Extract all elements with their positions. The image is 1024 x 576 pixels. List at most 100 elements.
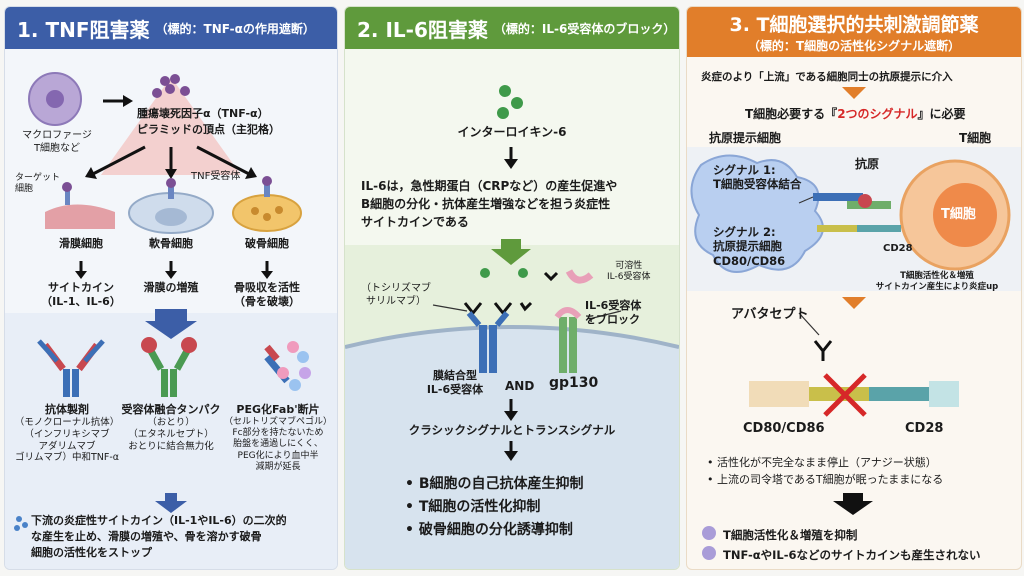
label-leader-line <box>798 312 820 336</box>
panel1-header: 1. TNF阻害薬 （標的：TNF-αの作用遮断） <box>5 7 337 49</box>
cd80-86-label: CD80/CD86 <box>743 421 825 436</box>
panel2-title: 2. IL-6阻害薬 <box>357 17 488 42</box>
tcell-label: T細胞 <box>959 131 992 145</box>
cd80-icon <box>817 225 857 232</box>
osteoclast-effect: 骨吸収を活性（骨を破壊） <box>234 281 300 308</box>
results-list: 活性化が不完全なまま停止（アナジー状態）上流の司令塔であるT細胞が眠ったままにな… <box>707 455 943 488</box>
osteoclast-name: 破骨細胞 <box>245 237 289 250</box>
abatacept-label: アバタセプト <box>731 307 809 322</box>
effect-item: T細胞の活性化抑制 <box>405 496 584 519</box>
fusion-protein-description: 受容体融合タンパク （おとり）（エタネルセプト） おとりに結合無力化 <box>121 403 221 452</box>
gp130-icon <box>554 307 582 373</box>
effect-item: 破骨細胞の分化誘導抑制 <box>405 519 584 542</box>
tnf-molecule-icon <box>160 76 170 86</box>
effect-item: B細胞の自己抗体産生抑制 <box>405 473 584 496</box>
antibody-description: 抗体製剤 （モノクローナル抗体）（インフリキシマブ アダリムマブゴリムマブ）中和… <box>14 403 120 464</box>
tcell-costimulation-panel: 3. T細胞選択的共刺激調節薬 （標的：T細胞の活性化シグナル遮断） 炎症のより… <box>686 6 1022 570</box>
cytokine-small-icon <box>702 546 716 560</box>
two-signal-text: T細胞必要する『2つのシグナル』に必要 <box>745 107 966 121</box>
block-x-icon <box>823 373 867 417</box>
activation-note: T細胞活性化＆増殖サイトカイン産生により炎症up <box>875 271 999 292</box>
arrow-head-icon <box>123 95 133 107</box>
panel1-illustration <box>5 72 337 569</box>
panel2-header: 2. IL-6阻害薬 （標的：IL-6受容体のブロック） <box>345 7 679 49</box>
tcell-inner-label: T細胞 <box>941 207 976 222</box>
panel1-summary: 下流の炎症性サイトカイン（IL-1やIL-6）の二次的な産生を止め、滑膜の増殖や… <box>31 514 287 559</box>
drug-section-bg <box>5 313 337 569</box>
tcell-nucleus <box>933 183 997 247</box>
down-arrow-icon <box>491 239 531 265</box>
target-cell-label: ターゲット細胞 <box>15 173 61 195</box>
cd28-icon <box>857 225 901 232</box>
panel1-subtitle: （標的：TNF-αの作用遮断） <box>155 21 315 36</box>
tnf-title: 腫瘍壊死因子α（TNF-α） <box>137 107 269 120</box>
il6-molecule-icon <box>499 85 511 97</box>
signal-label: クラシックシグナルとトランスシグナル <box>408 423 616 437</box>
apc-label: 抗原提示細胞 <box>709 131 782 145</box>
synovial-cell-icon <box>45 204 115 229</box>
cd80-blocked-icon <box>749 381 809 407</box>
panel2-illustration <box>345 85 679 569</box>
down-arrow-icon <box>155 493 187 513</box>
down-arrow-icon <box>842 87 866 99</box>
apc-cell-icon <box>690 154 824 274</box>
macrophage-nucleus <box>46 90 64 108</box>
cd28-small-label: CD28 <box>883 243 913 254</box>
down-arrow-icon <box>145 309 197 339</box>
antibody-icon <box>37 339 105 397</box>
down-arrow-icon <box>842 297 866 309</box>
arrow-icon <box>196 145 252 177</box>
tnf-molecule-icon <box>170 74 180 84</box>
dots-icon <box>16 516 22 522</box>
block-label: IL-6受容体をブロック <box>585 299 642 326</box>
abatacept-icon <box>813 340 833 361</box>
panel3-title: 3. T細胞選択的共刺激調節薬 <box>729 14 979 36</box>
synovial-cell-name: 滑膜細胞 <box>59 237 103 250</box>
tnf-inhibitor-panel: 1. TNF阻害薬 （標的：TNF-αの作用遮断） <box>4 6 338 570</box>
panel2-subtitle: （標的：IL-6受容体のブロック） <box>493 21 676 36</box>
intro-text: 炎症のより「上流」である細胞同士の抗原提示に介入 <box>701 71 953 83</box>
and-label: AND <box>505 379 535 393</box>
synovial-effect: サイトカイン（IL-1、IL-6） <box>41 281 121 308</box>
chondrocyte-effect: 滑膜の増殖 <box>143 281 199 294</box>
down-arrow-icon <box>833 493 873 515</box>
tocilizumab-icon <box>463 271 559 316</box>
peg-fab-description: PEG化Fab'断片 （セルトリズマブペゴル）Fc部分を持たないため 胎盤を通過… <box>223 403 332 472</box>
signal1-label: シグナル 1:T細胞受容体結合 <box>713 163 802 192</box>
arrow-icon <box>504 411 518 421</box>
arrow-icon <box>504 159 518 169</box>
peg-fab-icon <box>264 341 311 391</box>
panel3-illustration <box>687 87 1021 560</box>
cd28-label: CD28 <box>905 421 944 436</box>
tnf-molecule-icon <box>180 86 190 96</box>
il6-effects-list: B細胞の自己抗体産生抑制 T細胞の活性化抑制 破骨細胞の分化誘導抑制 <box>405 473 584 542</box>
antigen-icon <box>858 194 872 208</box>
tcr-receptor-icon <box>813 193 863 201</box>
chondrocyte-name: 軟骨細胞 <box>149 237 193 250</box>
antigen-label: 抗原 <box>855 157 880 171</box>
interleukin-label: インターロイキン-6 <box>457 125 567 139</box>
drug-names-label: （トシリズマブサリルマブ） <box>361 283 431 307</box>
gp130-label: gp130 <box>549 375 599 391</box>
fusion-protein-icon <box>141 337 197 397</box>
panel3-header: 3. T細胞選択的共刺激調節薬 （標的：T細胞の活性化シグナル遮断） <box>687 7 1021 57</box>
arrow-icon <box>504 451 518 461</box>
tnf-molecule-icon <box>152 88 162 98</box>
membrane-receptor-icon <box>466 311 510 373</box>
tnf-molecule-icon <box>165 84 175 94</box>
arrow-icon <box>90 145 146 177</box>
tnf-subtitle: ピラミッドの頂点（主犯格） <box>137 123 280 136</box>
tnf-receptor-label: TNF受容体 <box>191 171 241 182</box>
panel1-title: 1. TNF阻害薬 <box>17 17 150 42</box>
label-leader-line <box>432 304 468 312</box>
tcell-small-icon <box>702 526 716 540</box>
soluble-receptor-icon <box>565 269 594 284</box>
panel3-subtitle: （標的：T細胞の活性化シグナル遮断） <box>747 39 961 53</box>
il6-inhibitor-panel: 2. IL-6阻害薬 （標的：IL-6受容体のブロック） <box>344 6 680 570</box>
